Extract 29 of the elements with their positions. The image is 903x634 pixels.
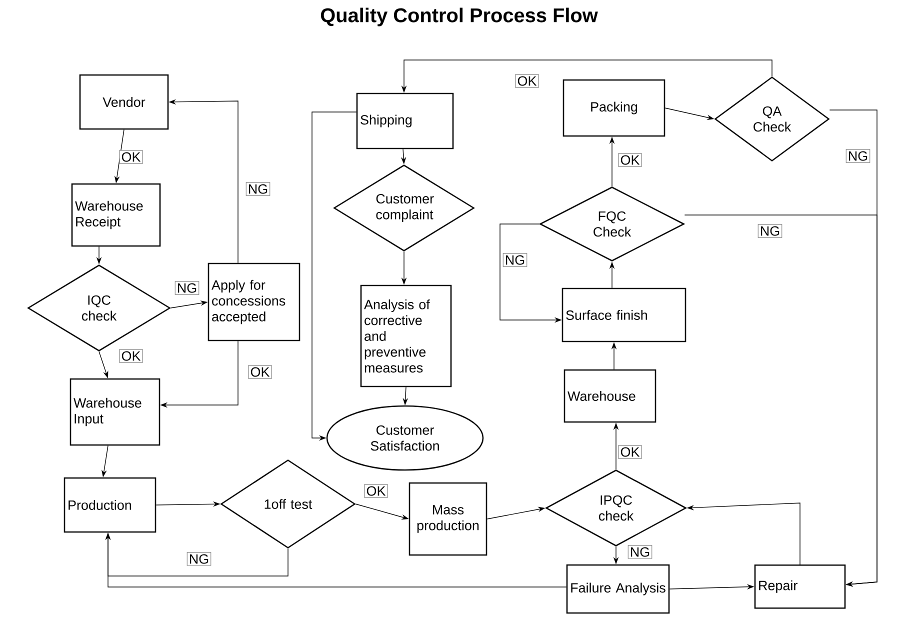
process-box: Repair xyxy=(754,564,846,609)
process-box: Warehouse xyxy=(564,369,656,423)
edge-label: OK xyxy=(119,349,143,363)
edge-label: NG xyxy=(846,149,870,163)
process-box: Vendor xyxy=(79,74,169,130)
title: Quality Control Process Flow xyxy=(320,8,598,26)
process-box: Surface finish xyxy=(562,288,686,342)
edge-label: OK xyxy=(119,150,143,164)
edge-label: NG xyxy=(502,253,528,267)
edge-label: OK xyxy=(618,153,642,167)
arrow xyxy=(829,110,878,587)
edge-label: NG xyxy=(186,552,212,566)
edge-label: OK xyxy=(515,74,539,88)
edge-label: OK xyxy=(618,445,642,459)
process-box: Analysis of corrective and preventive measures xyxy=(360,284,452,388)
process-box: Shipping xyxy=(356,92,454,150)
process-box: Apply for concessions accepted xyxy=(208,262,300,342)
edge-label: NG xyxy=(758,224,782,238)
edge-label: NG xyxy=(246,182,270,196)
process-box: Warehouse Receipt xyxy=(71,183,161,247)
process-box: Warehouse Input xyxy=(70,378,160,446)
edge-label: OK xyxy=(364,484,388,498)
process-box: Mass production xyxy=(408,482,488,556)
process-box: Failure Analysis xyxy=(566,564,670,614)
process-box: Production xyxy=(64,477,156,533)
edge-label: NG xyxy=(628,545,652,559)
edge-label: NG xyxy=(174,281,200,295)
edge-label: OK xyxy=(248,365,272,379)
process-box: Packing xyxy=(562,79,666,137)
